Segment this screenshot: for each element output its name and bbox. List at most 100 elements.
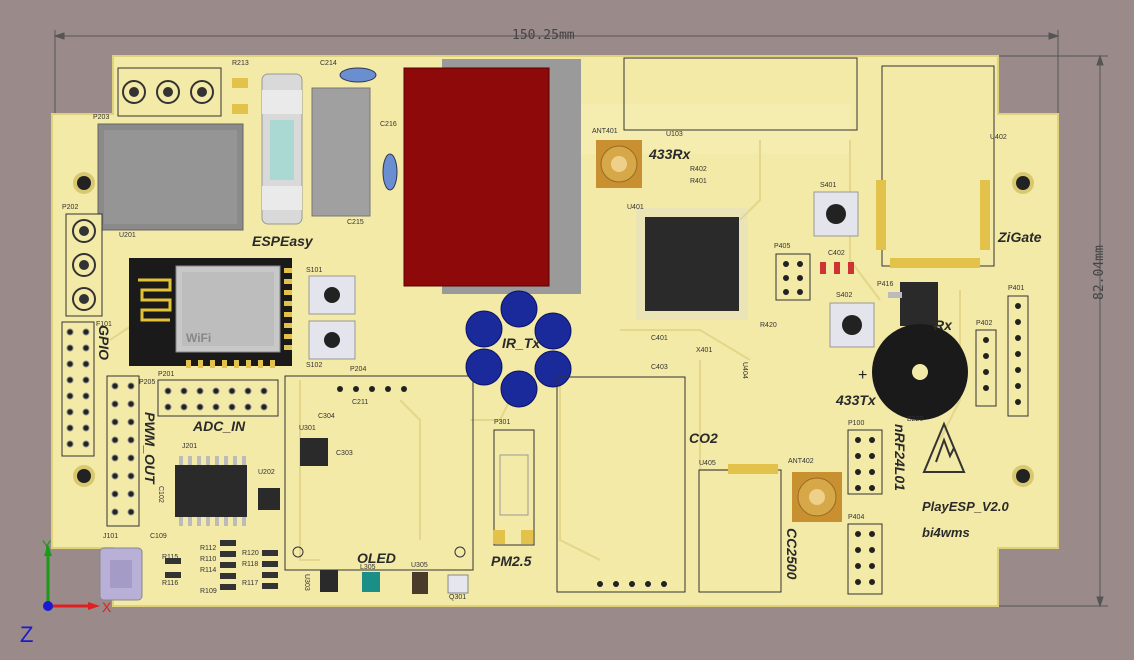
mounting-holes (73, 172, 1034, 487)
axis-triad: Y X Z (20, 537, 112, 647)
refdes-s102: S102 (306, 362, 323, 369)
dimension-height-label: 82.04mm (1092, 245, 1107, 300)
chip-u301 (300, 438, 328, 466)
fuse-f201 (261, 73, 303, 225)
refdes-u405: U405 (699, 460, 716, 467)
screw-terminal-p202 (65, 213, 103, 317)
mcu-u401 (636, 208, 748, 320)
refdes-c211: C211 (352, 399, 369, 406)
refdes-u301: U301 (299, 425, 316, 432)
pin-header-adc (157, 379, 279, 417)
refdes-u402: U402 (990, 134, 1007, 141)
refdes-s401: S401 (820, 182, 837, 189)
module-u103 (623, 57, 858, 131)
transformer-block (311, 87, 371, 217)
esp-pads (186, 268, 292, 368)
refdes-p201: P201 (158, 371, 175, 378)
svg-text:+: + (858, 367, 867, 384)
antenna-ant402 (792, 472, 842, 522)
refdes-b220: B220 (907, 416, 924, 423)
usb-j101 (99, 547, 143, 601)
svg-text:Z: Z (20, 622, 33, 647)
refdes-p202: P202 (62, 204, 79, 211)
refdes-c214: C214 (320, 60, 337, 67)
refdes-u305: U305 (411, 562, 428, 569)
label-author: bi4wms (922, 525, 970, 540)
chip-u303 (320, 570, 338, 592)
label-board-name: PlayESP_V2.0 (922, 499, 1009, 514)
pm25-connector (493, 429, 535, 546)
power-module-u201 (97, 123, 244, 231)
label-pm25: PM2.5 (491, 553, 532, 569)
refdes-u202: U202 (258, 469, 275, 476)
capacitor-c216 (382, 153, 398, 191)
screw-terminal-p203 (117, 67, 222, 117)
refdes-c403: C403 (651, 364, 668, 371)
button-s402 (829, 302, 875, 348)
refdes-p402: P402 (976, 320, 993, 327)
label-co2: CO2 (689, 430, 718, 446)
refdes-j201: J201 (182, 443, 198, 450)
chip-j201 (175, 456, 247, 526)
svg-text:Y: Y (42, 537, 52, 553)
refdes-r401: R401 (690, 178, 707, 185)
button-s102 (308, 320, 356, 360)
refdes-p401: P401 (1008, 285, 1025, 292)
refdes-j101: J101 (103, 533, 119, 540)
refdes-r114: R114 (200, 567, 217, 574)
refdes-u103: U103 (666, 131, 683, 138)
label-espeasy: ESPEasy (252, 233, 313, 249)
inductor-l305 (362, 572, 380, 592)
label-pwm-out: PWM_OUT (142, 412, 158, 484)
refdes-s101: S101 (306, 267, 323, 274)
refdes-l305: L305 (360, 564, 376, 571)
label-nrf24l01: nRF24L01 (892, 424, 908, 491)
refdes-p100: P100 (848, 420, 865, 427)
antenna-ant401 (596, 140, 642, 188)
label-cc2500: CC2500 (784, 528, 800, 580)
dimension-width-label: 150.25mm (512, 28, 575, 43)
pin-header-gpio (61, 321, 95, 457)
pin-header-p100 (847, 429, 883, 495)
refdes-r120: R120 (242, 550, 259, 557)
refdes-c215: C215 (347, 219, 364, 226)
pin-header-p405 (775, 253, 811, 301)
refdes-f101: F101 (96, 321, 112, 328)
button-s401 (813, 191, 859, 237)
refdes-u404: U404 (741, 362, 748, 379)
label-gpio: GPIO (96, 325, 112, 361)
refdes-p203: P203 (93, 114, 110, 121)
refdes-s402: S402 (836, 292, 853, 299)
dimension-width (53, 30, 1060, 115)
pin-header-p402 (975, 329, 997, 407)
zigate-pads (876, 180, 990, 268)
refdes-u303: U303 (303, 574, 310, 591)
esp-module: WiFi (129, 258, 292, 366)
resistor-r213 (232, 78, 248, 88)
pin-header-p401 (1007, 295, 1029, 417)
oled-hole (292, 546, 304, 558)
label-rx: Rx (934, 317, 952, 333)
refdes-c303: C303 (336, 450, 353, 457)
dimension-height (995, 54, 1108, 608)
refdes-r117: R117 (242, 580, 259, 587)
refdes-r213: R213 (232, 60, 249, 67)
refdes-x401: X401 (696, 347, 713, 354)
refdes-p404: P404 (848, 514, 865, 521)
button-s101 (308, 275, 356, 315)
svg-text:X: X (102, 599, 112, 615)
refdes-r112: R112 (200, 545, 217, 552)
status-leds (820, 262, 854, 274)
pin-header-p404 (847, 523, 883, 595)
refdes-r118: R118 (242, 561, 259, 568)
oled-hole-2 (454, 546, 466, 558)
refdes-p205: P205 (139, 379, 156, 386)
resistor-r213-pad (232, 104, 248, 114)
refdes-u401: U401 (627, 204, 644, 211)
relay (403, 59, 581, 294)
refdes-r110: R110 (200, 556, 217, 563)
pin-header-pwm (106, 375, 140, 527)
label-ir-tx: IR_Tx (502, 335, 541, 351)
